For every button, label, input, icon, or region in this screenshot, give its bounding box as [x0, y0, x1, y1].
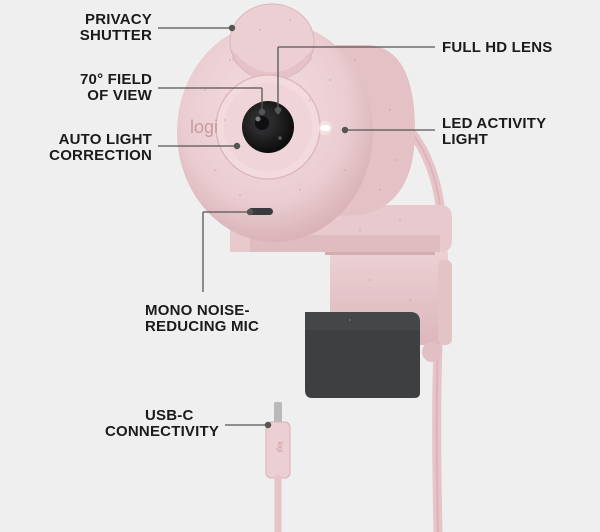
usb-c-line1: USB-C	[145, 407, 194, 424]
full-hd-lens-label: FULL HD LENS	[442, 40, 552, 56]
led-activity-line2: LIGHT	[442, 131, 488, 148]
privacy-shutter-line2: SHUTTER	[79, 27, 152, 44]
mount-pad	[305, 312, 420, 398]
field-of-view-line1: 70° FIELD	[80, 71, 152, 88]
mono-mic-line1: MONO NOISE-	[145, 302, 250, 319]
full-hd-lens-line1: FULL HD LENS	[442, 39, 553, 56]
led-activity-line1: LED ACTIVITY	[442, 115, 547, 132]
auto-light-line2: CORRECTION	[49, 147, 152, 164]
usb-c-line2: CONNECTIVITY	[105, 423, 220, 440]
led-activity-label: LED ACTIVITY LIGHT	[442, 116, 546, 148]
led-light	[320, 125, 330, 131]
field-of-view-line2: OF VIEW	[87, 87, 152, 104]
mono-mic-line2: REDUCING MIC	[145, 318, 260, 335]
mono-mic-label: MONO NOISE- REDUCING MIC	[145, 303, 259, 335]
privacy-shutter-label: PRIVACY SHUTTER	[80, 12, 152, 44]
mic-slot	[248, 208, 273, 215]
field-of-view-label: 70° FIELD OF VIEW	[80, 72, 152, 104]
usb-c-connector: logi	[265, 402, 291, 532]
privacy-shutter-line1: PRIVACY	[85, 11, 152, 28]
usb-c-label: USB-C CONNECTIVITY	[105, 408, 219, 440]
auto-light-line1: AUTO LIGHT	[58, 131, 152, 148]
leader-lines	[158, 24, 435, 429]
logo-text: logi	[190, 117, 218, 137]
privacy-shutter-disc	[230, 4, 314, 80]
svg-text:logi: logi	[276, 442, 283, 453]
auto-light-label: AUTO LIGHT CORRECTION	[49, 132, 152, 164]
